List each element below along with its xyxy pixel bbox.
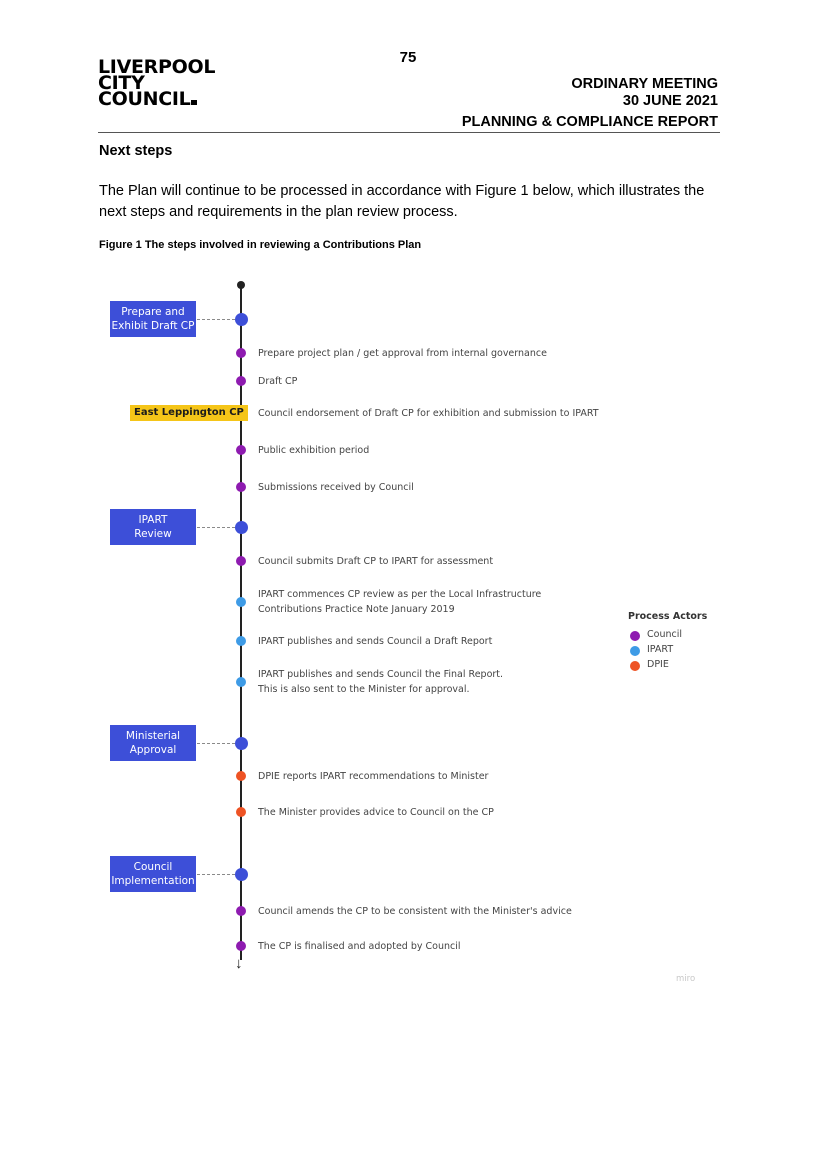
legend-label: Council bbox=[647, 629, 682, 640]
step-label: IPART publishes and sends Council a Draf… bbox=[258, 634, 492, 649]
stage-connector bbox=[197, 743, 235, 744]
stage-label-line: Council bbox=[133, 861, 173, 873]
intro-paragraph: The Plan will continue to be processed i… bbox=[99, 183, 705, 220]
timeline-arrow-icon: ↓ bbox=[235, 955, 243, 972]
step-label: Public exhibition period bbox=[258, 443, 369, 458]
stage-node bbox=[235, 313, 248, 326]
step-label-line: Council endorsement of Draft CP for exhi… bbox=[258, 407, 599, 419]
step-label-line: Contributions Practice Note January 2019 bbox=[258, 604, 455, 615]
step-label: IPART publishes and sends Council the Fi… bbox=[258, 667, 503, 697]
stage-node bbox=[235, 521, 248, 534]
step-node-council bbox=[236, 941, 246, 951]
step-label: Submissions received by Council bbox=[258, 480, 414, 495]
step-label: The CP is finalised and adopted by Counc… bbox=[258, 939, 461, 954]
stage-label-line: Prepare and bbox=[121, 306, 185, 318]
legend-label: IPART bbox=[647, 644, 674, 655]
step-label: Draft CP bbox=[258, 374, 297, 389]
step-label-line: Prepare project plan / get approval from… bbox=[258, 347, 547, 359]
step-node-council bbox=[236, 556, 246, 566]
step-node-council bbox=[236, 906, 246, 916]
header-divider bbox=[98, 132, 720, 133]
step-node-dpie bbox=[236, 771, 246, 781]
step-label: DPIE reports IPART recommendations to Mi… bbox=[258, 769, 488, 784]
logo-line-2: CITY bbox=[98, 72, 145, 94]
timeline-spine bbox=[240, 285, 242, 960]
step-label: Council amends the CP to be consistent w… bbox=[258, 904, 572, 919]
step-label-line: Public exhibition period bbox=[258, 444, 370, 456]
council-logo: LIVERPOOL CITY COUNCIL bbox=[98, 56, 216, 110]
stage-label-line: Approval bbox=[129, 744, 177, 756]
step-label-line: Council submits Draft CP to IPART for as… bbox=[258, 555, 494, 567]
step-label-line: IPART commences CP review as per the Loc… bbox=[258, 589, 542, 600]
legend-label: DPIE bbox=[647, 659, 669, 670]
section-heading: Next steps bbox=[99, 143, 173, 159]
step-label-line: IPART publishes and sends Council the Fi… bbox=[258, 669, 504, 680]
logo-mark-icon bbox=[191, 100, 198, 105]
stage-connector bbox=[197, 319, 235, 320]
legend-title: Process Actors bbox=[628, 611, 708, 622]
step-label-line: Submissions received by Council bbox=[258, 481, 414, 493]
step-label: Prepare project plan / get approval from… bbox=[258, 346, 547, 361]
step-node-council bbox=[236, 348, 246, 358]
stage-box-2: IPART Review bbox=[110, 509, 196, 545]
stage-node bbox=[235, 737, 248, 750]
page-number: 75 bbox=[399, 49, 417, 66]
step-label: IPART commences CP review as per the Loc… bbox=[258, 587, 541, 617]
logo-line-1: LIVERPOOL bbox=[98, 56, 216, 78]
step-node-council bbox=[236, 376, 246, 386]
timeline-start-dot bbox=[237, 281, 245, 289]
stage-label-line: Exhibit Draft CP bbox=[111, 320, 195, 332]
stage-label-line: Ministerial bbox=[125, 730, 181, 742]
legend-dot-ipart bbox=[630, 646, 640, 656]
step-node-council bbox=[236, 482, 246, 492]
step-label-line: The Minister provides advice to Council … bbox=[258, 806, 494, 818]
step-label: Council endorsement of Draft CP for exhi… bbox=[258, 406, 599, 421]
legend-dot-council bbox=[630, 631, 640, 641]
figure-caption: Figure 1 The steps involved in reviewing… bbox=[99, 239, 422, 251]
step-label-line: DPIE reports IPART recommendations to Mi… bbox=[258, 770, 489, 782]
step-label: The Minister provides advice to Council … bbox=[258, 805, 494, 820]
meeting-title: ORDINARY MEETING bbox=[571, 76, 718, 92]
meeting-date: 30 JUNE 2021 bbox=[622, 93, 718, 109]
miro-watermark: miro bbox=[676, 974, 696, 984]
step-label-line: Draft CP bbox=[258, 375, 298, 387]
step-node-council bbox=[236, 445, 246, 455]
step-node-ipart bbox=[236, 597, 246, 607]
step-label: Council submits Draft CP to IPART for as… bbox=[258, 554, 493, 569]
step-label-line: IPART publishes and sends Council a Draf… bbox=[258, 635, 493, 647]
stage-connector bbox=[197, 527, 235, 528]
legend-dot-dpie bbox=[630, 661, 640, 671]
step-label-line: Council amends the CP to be consistent w… bbox=[258, 905, 572, 917]
step-node-dpie bbox=[236, 807, 246, 817]
stage-connector bbox=[197, 874, 235, 875]
step-label-line: The CP is finalised and adopted by Counc… bbox=[258, 940, 461, 952]
stage-node bbox=[235, 868, 248, 881]
step-node-ipart bbox=[236, 677, 246, 687]
stage-label-line: Review bbox=[134, 528, 172, 540]
step-label-line: This is also sent to the Minister for ap… bbox=[258, 684, 470, 695]
report-title: PLANNING & COMPLIANCE REPORT bbox=[461, 114, 718, 130]
step-node-ipart bbox=[236, 636, 246, 646]
logo-line-3: COUNCIL bbox=[98, 88, 191, 110]
east-leppington-tag: East Leppington CP bbox=[130, 405, 248, 421]
stage-label-line: IPART bbox=[138, 514, 168, 526]
stage-label-line: Implementation bbox=[111, 875, 195, 887]
